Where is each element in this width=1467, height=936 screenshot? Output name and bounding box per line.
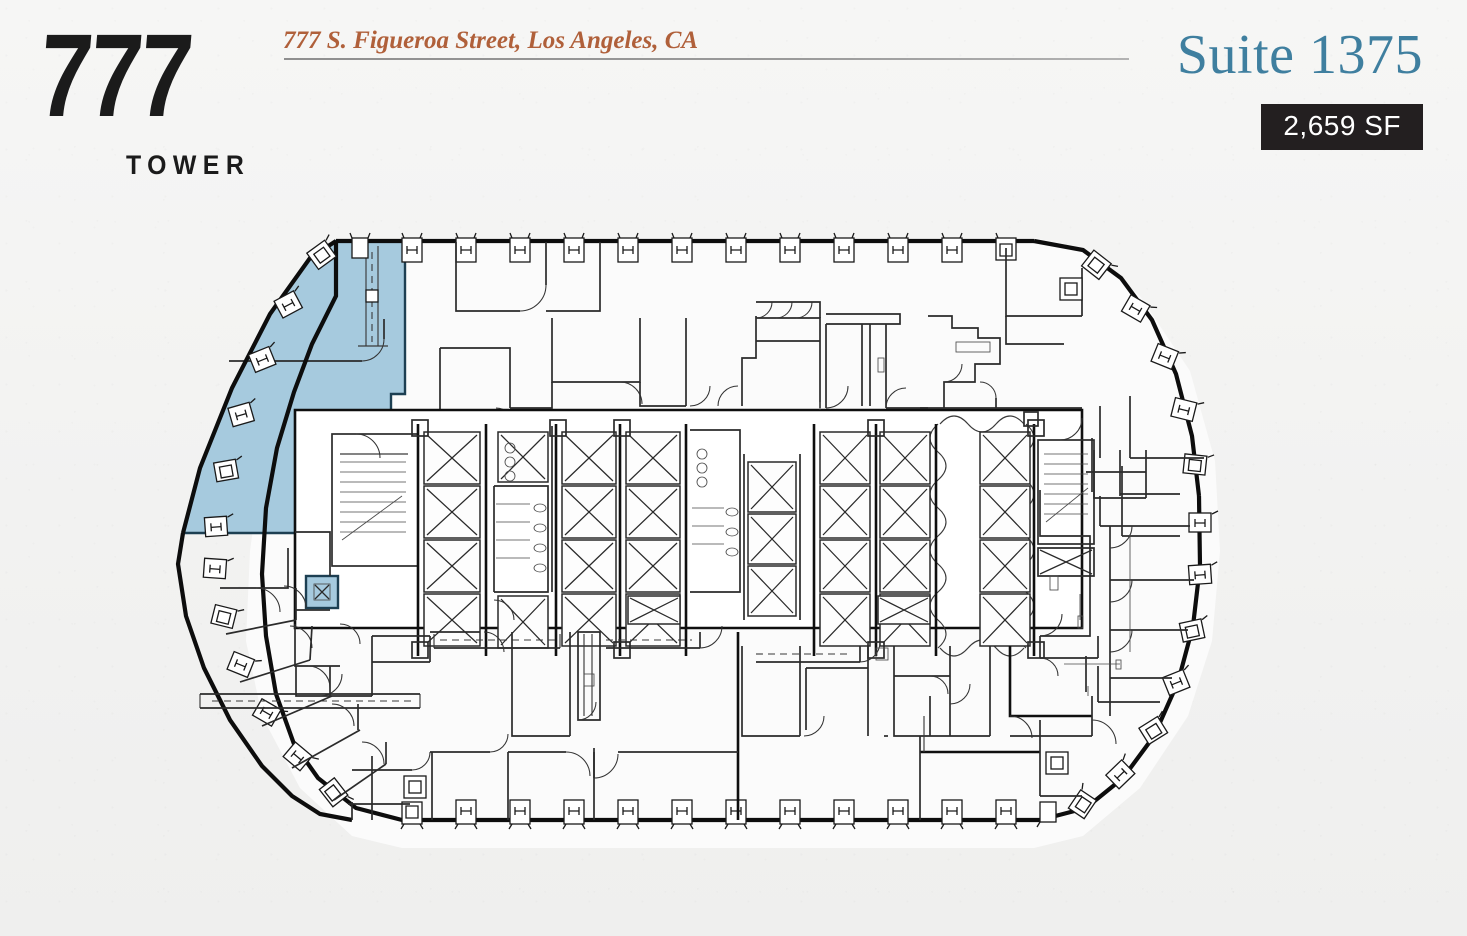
floor-plan-drawing — [175, 232, 1220, 848]
logo-wordmark: TOWER — [126, 150, 251, 180]
north-perimeter-offices — [455, 242, 1083, 345]
elevator-bank-east — [812, 419, 1045, 659]
window-mullions-east — [1067, 249, 1219, 820]
square-footage-badge: 2,659 SF — [1261, 104, 1423, 150]
misc-plan-linework — [819, 402, 1122, 670]
suite-title: Suite 1375 — [1176, 24, 1423, 86]
building-address: 777 S. Figueroa Street, Los Angeles, CA — [283, 27, 699, 54]
sheet-header: 777 TOWER 777 S. Figueroa Street, Los An… — [0, 0, 1467, 200]
elevator-bank-west — [411, 419, 488, 659]
elevator-core-envelope — [293, 408, 1084, 630]
north-interior-suites — [439, 301, 1082, 427]
elevator-bank-central — [549, 419, 688, 659]
header-divider-rule — [284, 58, 1129, 60]
east-perimeter-offices — [1039, 396, 1204, 716]
window-mullions-top — [349, 232, 1017, 263]
restroom-central — [690, 429, 741, 593]
south-core-interior — [199, 625, 740, 820]
restroom-west — [493, 442, 549, 621]
west-service-corridor — [294, 531, 431, 697]
south-perimeter-offices — [352, 733, 738, 820]
floor-plan-container — [0, 196, 1467, 896]
logo-number: 777 — [33, 10, 196, 142]
window-mullions-bottom — [400, 799, 1057, 830]
window-mullions-west — [202, 234, 355, 808]
south-center-suite — [741, 641, 991, 737]
building-logo: 777 TOWER — [34, 10, 254, 180]
southeast-offices — [919, 646, 1160, 820]
west-perimeter-angled-offices — [220, 548, 427, 820]
elevator-bank-mid-east — [743, 454, 801, 620]
